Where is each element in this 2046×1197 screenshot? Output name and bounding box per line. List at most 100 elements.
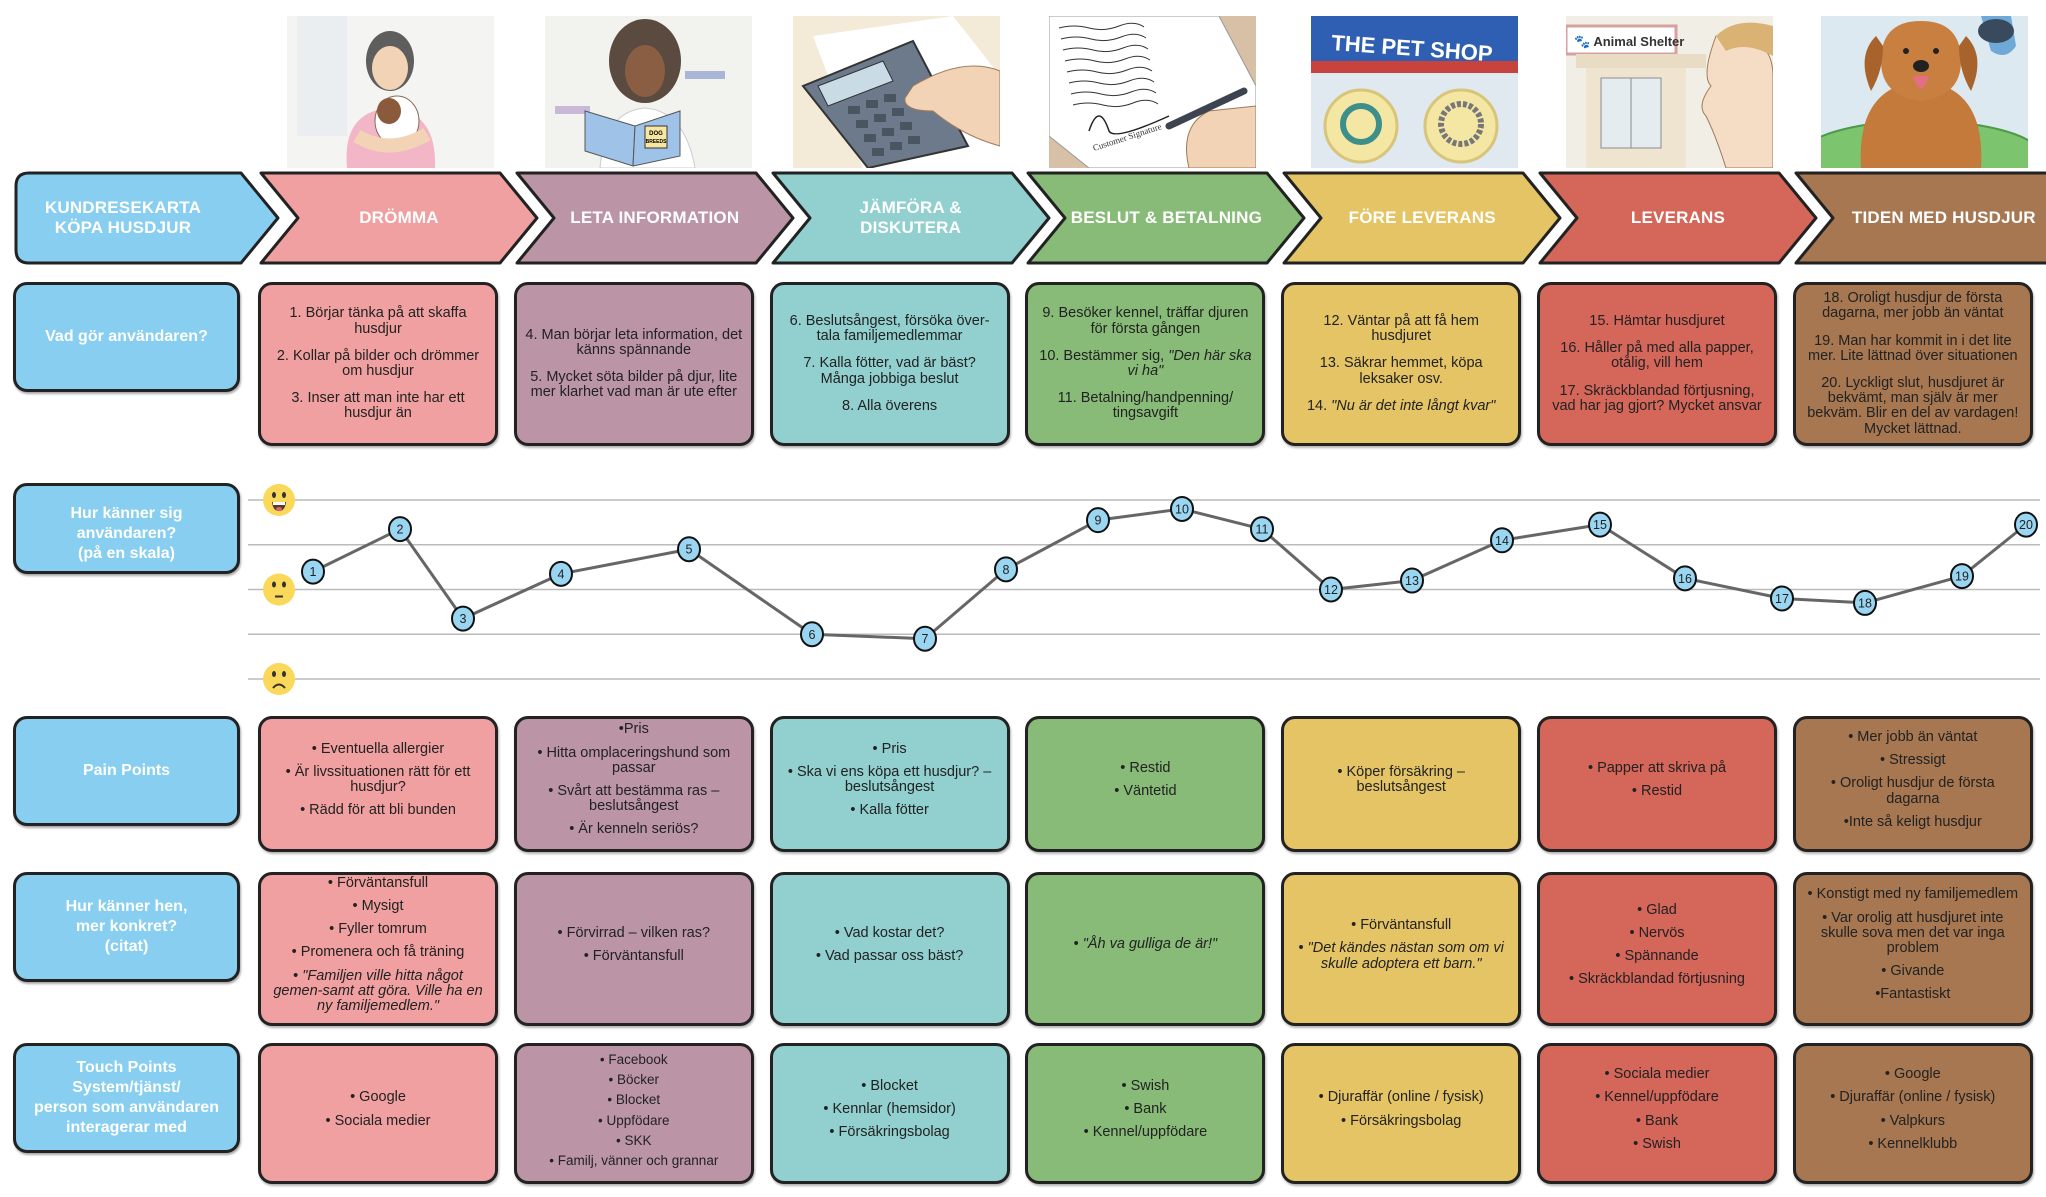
card-item: • Pris (872, 740, 907, 757)
card-item: 3. Inser att man inte har ett husdjur än (291, 390, 465, 422)
card-item: • SKK (616, 1132, 652, 1148)
line-segment (1005, 518, 1099, 571)
data-point-marker (1588, 511, 1612, 538)
card-item: • Ska vi ens köpa ett husdjur? – besluts… (787, 763, 992, 795)
card-item: • Givande (1881, 963, 1945, 980)
card-item: • Djuraffär (online / fysisk) (1318, 1089, 1484, 1106)
line-segment (1684, 576, 1783, 600)
line-segment (560, 547, 690, 576)
card-item: 10. Bestämmer sig, "Den här ska vi ha" (1039, 347, 1252, 379)
card-pain-points-leverans: • Papper att skriva på• Restid (1537, 716, 1777, 852)
card-item: • Konstigt med ny familjemedlem (1807, 886, 2019, 903)
illustration-hand-on-calculator (793, 16, 1000, 168)
data-point-16: 16 (1673, 565, 1697, 592)
card-item: • Bank (1124, 1100, 1167, 1117)
card-item: 4. Man börjar leta information, det känn… (525, 326, 743, 358)
card-item: • Swish (1633, 1135, 1681, 1152)
row-label-pain-points: Pain Points (13, 716, 240, 826)
card-item: 16. Håller på med alla papper, otålig, v… (1560, 340, 1754, 372)
card-item: 12. Väntar på att få hem husdjuret (1323, 312, 1479, 345)
data-point-marker (451, 605, 475, 632)
card-item: •Fantastiskt (1875, 986, 1951, 1003)
card-item: • Böcker (608, 1072, 660, 1088)
data-point-14: 14 (1490, 527, 1514, 554)
title-chevron: KUNDRESEKARTA KÖPA HUSDJUR (13, 170, 283, 266)
data-point-label: 18 (1858, 596, 1872, 610)
data-point-15: 15 (1588, 511, 1612, 538)
data-point-label: 9 (1095, 514, 1102, 528)
illustration-animal-shelter: 🐾 Animal Shelter (1566, 16, 1773, 168)
card-item: • Rädd för att bli bunden (300, 802, 456, 819)
stage-chevron-fore-leverans: FÖRE LEVERANS (1281, 170, 1563, 266)
card-item: 7. Kalla fötter, vad är bäst? Många jobb… (803, 355, 976, 387)
data-point-label: 2 (397, 523, 404, 537)
data-point-marker (1770, 585, 1794, 612)
data-point-marker (1086, 507, 1110, 534)
card-item: • Bank (1635, 1112, 1679, 1129)
illustration-woman-holding-puppy (287, 16, 494, 168)
card-item: 11. Betalning/handpenning/ tingsavgift (1057, 390, 1234, 422)
chevron-shape (1282, 171, 1562, 265)
line-segment (1411, 538, 1503, 582)
data-point-marker (913, 625, 937, 652)
data-point-label: 10 (1175, 502, 1189, 516)
line-segment (1599, 523, 1686, 580)
card-item: 19. Man har kommit in i det lite mer. Li… (1808, 332, 2018, 364)
illustration-pet-shop-collars: THE PET SHOP (1311, 16, 1518, 168)
data-point-marker (1400, 567, 1424, 594)
data-point-17: 17 (1770, 585, 1794, 612)
svg-text:BREEDS: BREEDS (646, 139, 668, 145)
card-item: • Svårt att bestämma ras – beslutsångest (548, 783, 720, 815)
card-item: 13. Säkrar hemmet, köpa leksaker osv. (1319, 355, 1483, 387)
data-point-label: 4 (558, 567, 565, 581)
card-item: • "Åh va gulliga de är!" (1073, 936, 1218, 953)
card-item: • Sociala medier (1604, 1066, 1710, 1083)
stage-label: FÖRE LEVERANS (1348, 208, 1496, 227)
card-touch-points-fore-leverans: • Djuraffär (online / fysisk)• Försäkrin… (1281, 1043, 1522, 1184)
line-segment (811, 632, 926, 641)
data-point-marker (994, 556, 1018, 583)
data-point-7: 7 (913, 625, 937, 652)
data-point-marker (301, 558, 325, 585)
data-point-marker (388, 516, 412, 543)
card-pain-points-jamfora-diskutera: • Pris • Ska vi ens köpa ett husdjur? – b… (769, 716, 1010, 852)
stage-chevron-beslut-betalning: BESLUT & BETALNING (1025, 170, 1307, 266)
card-item: 18. Oroligt husdjur de första dagarna, m… (1822, 290, 2004, 322)
line-segment (924, 568, 1007, 640)
card-actions-leta-information: 4. Man börjar leta information, det känn… (513, 282, 754, 446)
line-segment (1864, 574, 1963, 605)
card-item: • Mer jobb än väntat (1848, 728, 1978, 745)
card-feelings-fore-leverans: • Förväntansfull • "Det kändes nästan som… (1281, 872, 1522, 1026)
card-actions-jamfora-diskutera: 6. Beslutsångest, försöka över-tala fami… (769, 282, 1010, 446)
card-item: • Vad kostar det? (834, 924, 945, 941)
data-point-marker (2014, 511, 2038, 538)
card-pain-points-tiden-med-husdjur: • Mer jobb än väntat• Stressigt• Oroligt… (1792, 716, 2033, 852)
card-touch-points-tiden-med-husdjur: • Google• Djuraffär (online / fysisk)• V… (1792, 1043, 2033, 1184)
data-point-2: 2 (388, 516, 412, 543)
data-point-marker (800, 621, 824, 648)
card-item: • Fyller tomrum (329, 921, 427, 938)
data-point-8: 8 (994, 556, 1018, 583)
card-feelings-jamfora-diskutera: • Vad kostar det?• Vad passar oss bäst? (769, 872, 1010, 1026)
card-item: 1. Börjar tänka på att skaffa husdjur (289, 305, 467, 337)
stage-label: TIDEN MED HUSDJUR (1851, 208, 2036, 227)
neutral-face-icon (263, 573, 295, 606)
card-actions-beslut-betalning: 9. Besöker kennel, träffar djuren för fö… (1025, 282, 1266, 446)
line-segment (1181, 507, 1263, 531)
card-item: • "Det kändes nästan som om vi skulle ad… (1298, 940, 1504, 972)
line-segment (1330, 579, 1413, 591)
card-item: • Förväntansfull (583, 948, 684, 964)
card-item: • Glad (1637, 901, 1677, 918)
card-item: • Eventuella allergier (311, 740, 445, 757)
illustration-woman-reading-dog-breeds-book: DOG BREEDS (545, 16, 752, 168)
card-touch-points-beslut-betalning: • Swish• Bank• Kennel/uppfödare (1025, 1043, 1266, 1184)
card-actions-fore-leverans: 12. Väntar på att få hem husdjuret 13. Sä… (1281, 282, 1522, 446)
card-item: • Förväntansfull (1351, 917, 1452, 934)
data-point-5: 5 (677, 536, 701, 563)
data-point-label: 5 (686, 543, 693, 557)
card-feelings-dromma: • Förväntansfull• Mysigt• Fyller tomrum•… (258, 872, 498, 1026)
happy-face-icon (263, 484, 295, 516)
data-point-13: 13 (1400, 567, 1424, 594)
stage-chevron-jamfora-diskutera: JÄMFÖRA & DISKUTERA (770, 170, 1052, 266)
